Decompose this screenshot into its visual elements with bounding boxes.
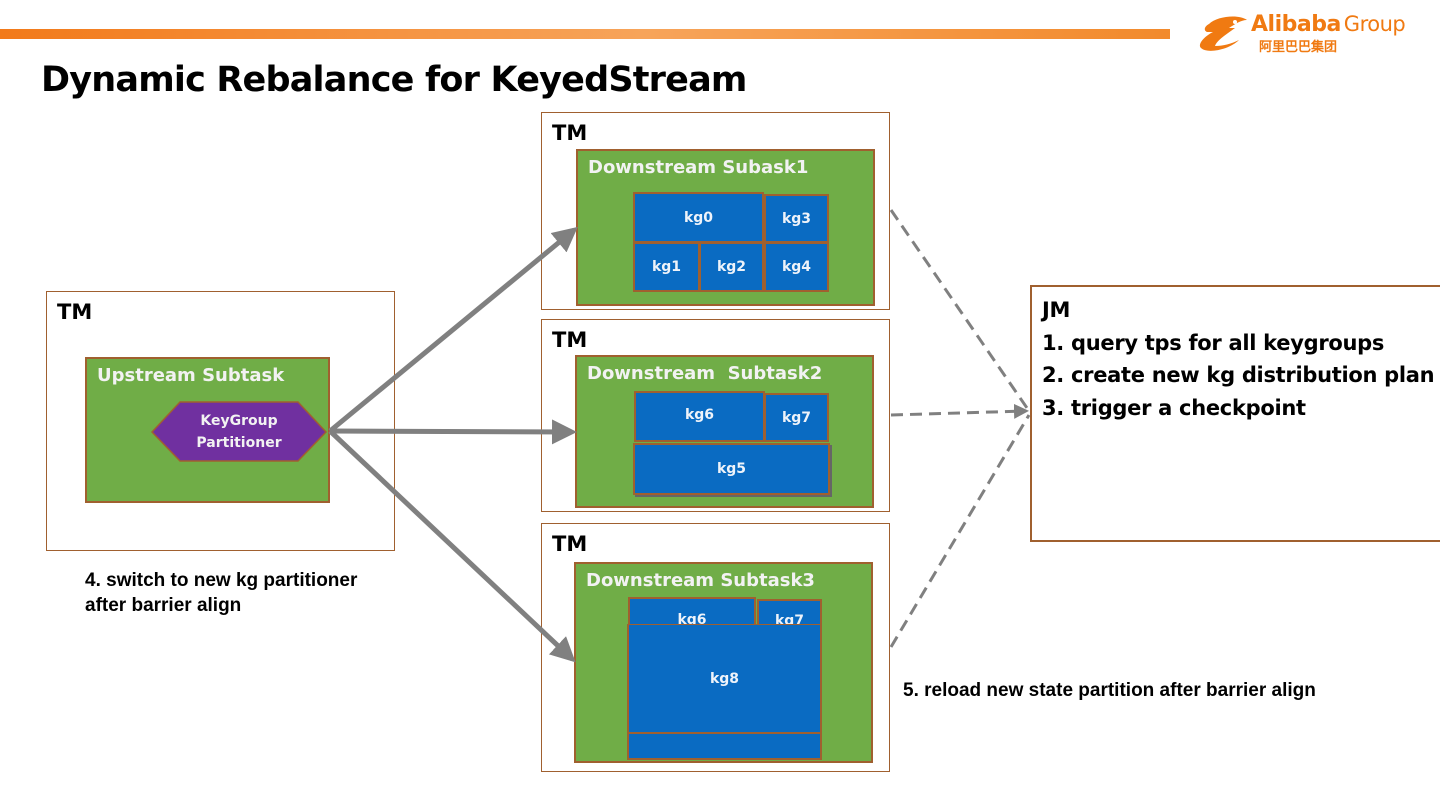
keygroup-kg2: kg2 xyxy=(699,242,764,292)
jm-box: JM 1. query tps for all keygroups 2. cre… xyxy=(1030,285,1440,542)
tm-label: TM xyxy=(57,300,93,324)
alibaba-logo-icon xyxy=(1199,16,1247,51)
logo-chinese: 阿里巴巴集团 xyxy=(1259,40,1338,55)
keygroup-kg6: kg6 xyxy=(634,391,765,442)
slide-title: Dynamic Rebalance for KeyedStream xyxy=(41,60,747,100)
keygroup-kg1: kg1 xyxy=(633,242,700,292)
logo-suffix: Group xyxy=(1343,12,1406,36)
step-5-note: 5. reload new state partition after barr… xyxy=(903,680,1316,701)
keygroup-partitioner: KeyGroup Partitioner xyxy=(152,403,326,461)
downstream-subtask-3-label: Downstream Subtask3 xyxy=(586,570,815,591)
dashed-line-tm3-to-jm xyxy=(889,414,1031,648)
jm-step-2: 2. create new kg distribution plan xyxy=(1042,363,1435,387)
keygroup-empty xyxy=(627,732,822,760)
dashed-line-tm1-to-jm xyxy=(889,209,1029,409)
keygroup-kg3: kg3 xyxy=(764,194,829,243)
downstream-subtask-2-label: Downstream Subtask2 xyxy=(587,363,823,384)
jm-label: JM xyxy=(1042,298,1071,322)
keygroup-kg5: kg5 xyxy=(633,443,830,495)
downstream-subtask-1-label: Downstream Subask1 xyxy=(588,157,809,178)
step-4-line-2: after barrier align xyxy=(85,595,242,616)
step-4-line-1: 4. switch to new kg partitioner xyxy=(85,570,358,591)
dashed-line-tm2-to-jm xyxy=(890,403,1029,419)
tm-label: TM xyxy=(552,121,588,145)
jm-step-3: 3. trigger a checkpoint xyxy=(1042,395,1306,420)
keygroup-kg4: kg4 xyxy=(764,242,829,292)
partitioner-label-line-1: KeyGroup xyxy=(200,413,278,429)
header-accent-bar xyxy=(0,29,1170,39)
upstream-subtask-label: Upstream Subtask xyxy=(97,365,285,386)
logo-name: Alibaba xyxy=(1251,12,1341,37)
tm-label: TM xyxy=(552,532,588,556)
partitioner-label-line-2: Partitioner xyxy=(196,435,282,451)
step-4-note: 4. switch to new kg partitioner after ba… xyxy=(85,568,357,618)
tm-label: TM xyxy=(552,328,588,352)
keygroup-kg0: kg0 xyxy=(633,192,764,243)
keygroup-kg7: kg7 xyxy=(764,393,829,442)
jm-step-1: 1. query tps for all keygroups xyxy=(1042,330,1385,355)
keygroup-kg8: kg8 xyxy=(627,624,822,734)
